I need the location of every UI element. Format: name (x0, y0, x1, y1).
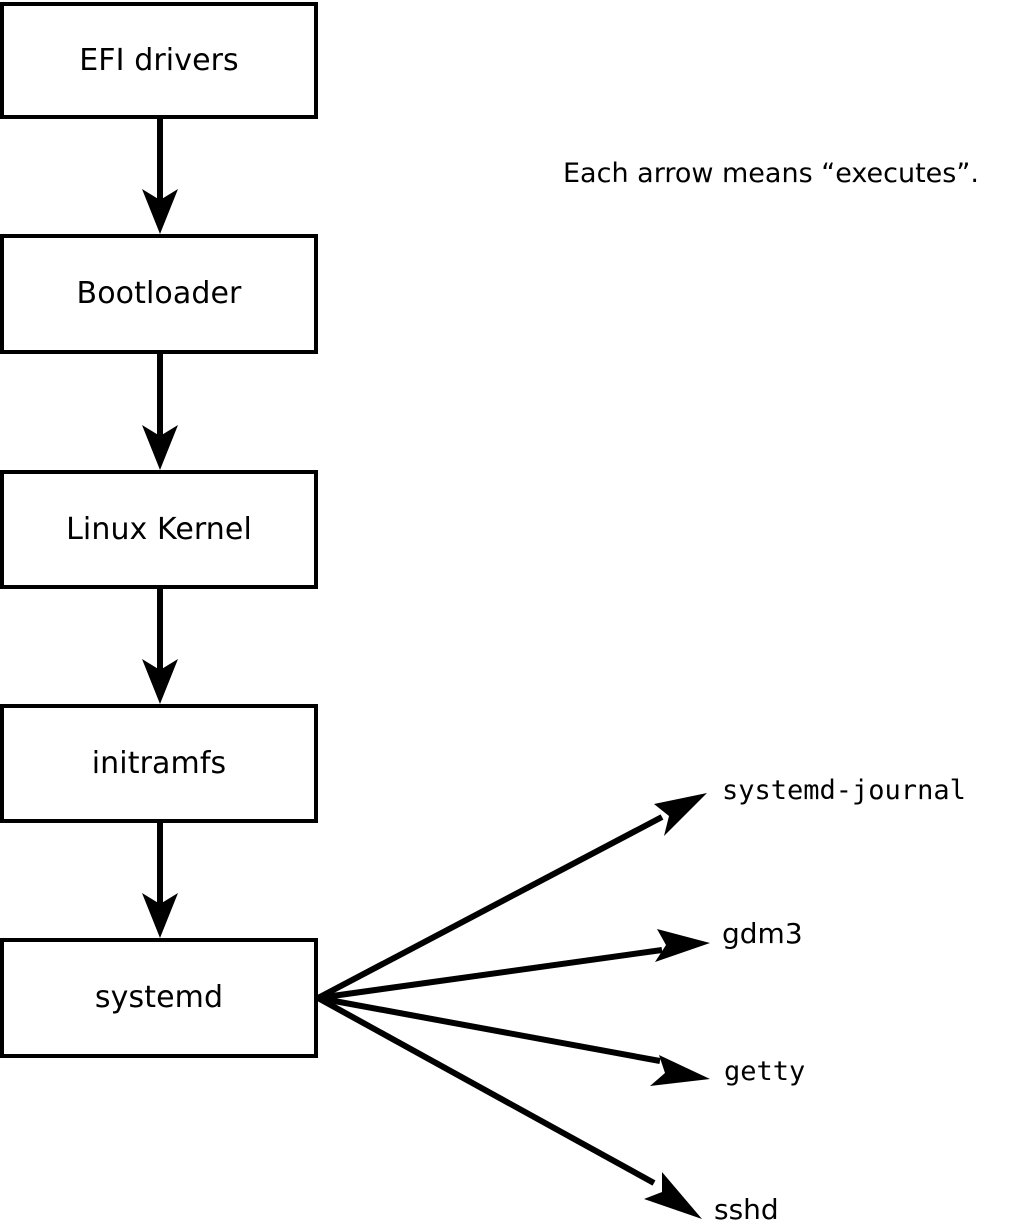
box-bootloader: Bootloader (0, 234, 318, 354)
box-initramfs: initramfs (0, 704, 318, 823)
diagram-caption: Each arrow means “executes”. (563, 158, 979, 189)
box-systemd: systemd (0, 938, 318, 1058)
arrow-systemd-to-getty (317, 995, 710, 1086)
arrow-initramfs-to-systemd (142, 823, 178, 938)
box-label-initramfs: initramfs (91, 745, 227, 781)
service-label-sshd: sshd (714, 1193, 779, 1226)
box-linux-kernel: Linux Kernel (0, 470, 318, 589)
arrow-systemd-to-systemd-journal (316, 793, 707, 1001)
arrow-bootloader-to-kernel (142, 354, 178, 470)
box-label-systemd: systemd (94, 980, 224, 1015)
box-label-linux-kernel: Linux Kernel (66, 511, 252, 547)
arrow-systemd-to-sshd (316, 995, 702, 1219)
arrow-kernel-to-initramfs (142, 589, 178, 704)
box-label-bootloader: Bootloader (76, 276, 242, 311)
box-label-efi-drivers: EFI drivers (79, 42, 239, 78)
box-efi-drivers: EFI drivers (0, 2, 318, 119)
service-label-systemd-journal: systemd-journal (722, 775, 966, 806)
service-label-gdm3: gdm3 (722, 917, 803, 950)
arrow-systemd-to-gdm3 (317, 929, 710, 1001)
arrow-efi-to-bootloader (142, 119, 178, 234)
service-label-getty: getty (724, 1056, 806, 1087)
